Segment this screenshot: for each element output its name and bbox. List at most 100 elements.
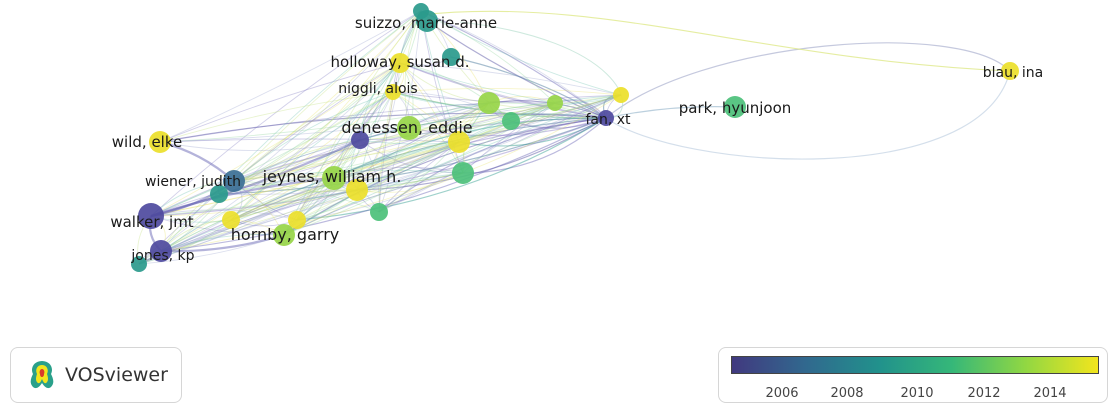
author-label-denessen[interactable]: denessen, eddie	[341, 118, 472, 137]
author-label-suizzo[interactable]: suizzo, marie-anne	[355, 14, 497, 32]
network-edge	[359, 113, 607, 141]
colorbar-tick: 2006	[765, 386, 799, 401]
author-label-fan[interactable]: fan, xt	[585, 112, 631, 128]
vosviewer-brand[interactable]: VOSviewer	[10, 347, 182, 403]
network-edge	[426, 20, 607, 119]
network-edge	[333, 117, 607, 179]
network-edge	[356, 10, 422, 191]
author-node[interactable]	[370, 203, 388, 221]
author-label-niggli[interactable]: niggli, alois	[338, 81, 417, 97]
network-edge	[605, 106, 736, 119]
author-node-blau[interactable]	[1001, 62, 1019, 80]
author-node[interactable]	[452, 162, 474, 184]
network-edge	[150, 62, 401, 217]
author-node-wild[interactable]	[149, 131, 171, 153]
network-edge	[510, 117, 607, 129]
network-edge	[159, 102, 556, 143]
network-edge	[333, 62, 401, 179]
author-node-park[interactable]	[724, 96, 746, 118]
author-label-holloway[interactable]: holloway, susan d.	[331, 53, 470, 71]
network-edge	[230, 189, 358, 221]
author-node[interactable]	[351, 131, 369, 149]
network-edge	[150, 139, 361, 218]
network-edge	[399, 62, 607, 119]
colorbar-tick: 2012	[967, 386, 1001, 401]
network-edge	[160, 233, 285, 253]
network-labels: suizzo, marie-anne holloway, susan d. nigg…	[110, 14, 1043, 264]
author-node-wiener[interactable]	[223, 170, 245, 192]
author-label-jones[interactable]: jones, kp	[130, 248, 194, 264]
network-edge	[296, 91, 394, 221]
author-node-denessen[interactable]	[397, 116, 421, 140]
author-label-walker[interactable]: walker, jmt	[110, 213, 193, 231]
network-edge	[230, 62, 401, 221]
network-edge	[458, 94, 622, 143]
colorbar-tick: 2008	[830, 386, 864, 401]
network-edge	[150, 189, 358, 217]
network-edge	[138, 94, 622, 265]
network-edge	[160, 102, 556, 252]
network-edge	[150, 215, 285, 236]
author-node[interactable]	[288, 211, 306, 229]
author-node[interactable]	[448, 131, 470, 153]
author-node-jeynes[interactable]	[322, 166, 346, 190]
network-edge	[356, 117, 607, 191]
author-node-jones[interactable]	[150, 240, 172, 262]
author-node-fan[interactable]	[598, 110, 614, 126]
network-edge	[230, 172, 464, 221]
network-edge	[160, 102, 490, 252]
author-label-park[interactable]: park, hyunjoon	[679, 99, 792, 117]
author-node-walker[interactable]	[138, 203, 164, 229]
author-label-jeynes[interactable]: jeynes, william h.	[262, 167, 402, 186]
author-label-hornby[interactable]: hornby, garry	[231, 225, 339, 244]
network-edge	[333, 102, 556, 179]
network-edge	[356, 91, 394, 191]
network-edge	[233, 141, 460, 182]
network-edge	[233, 91, 394, 182]
network-edge	[160, 117, 607, 252]
author-node[interactable]	[502, 112, 520, 130]
network-nodes	[131, 3, 1019, 272]
network-edge	[296, 102, 556, 221]
network-edge	[462, 102, 556, 174]
author-node[interactable]	[547, 95, 563, 111]
colorbar-tick: 2014	[1033, 386, 1067, 401]
network-edge	[138, 219, 232, 265]
network-edge	[420, 10, 607, 119]
author-node-hornby[interactable]	[273, 224, 295, 246]
author-node[interactable]	[613, 87, 629, 103]
author-node[interactable]	[413, 3, 429, 19]
author-node[interactable]	[131, 256, 147, 272]
network-edge	[159, 102, 490, 143]
author-node[interactable]	[478, 92, 500, 114]
author-node-niggli[interactable]	[385, 84, 401, 100]
network-edge	[399, 62, 607, 119]
author-label-wild[interactable]: wild, elke	[112, 133, 182, 151]
network-edge	[399, 62, 622, 96]
author-node[interactable]	[442, 48, 460, 66]
network-edge	[392, 91, 607, 119]
author-node[interactable]	[210, 185, 228, 203]
author-node-holloway[interactable]	[390, 53, 410, 73]
author-node[interactable]	[346, 179, 368, 201]
network-edge	[230, 139, 361, 221]
network-edge	[233, 139, 361, 182]
author-label-wiener[interactable]: wiener, judith	[145, 174, 241, 190]
network-edge	[392, 87, 622, 96]
network-edge	[233, 10, 422, 182]
author-node[interactable]	[222, 211, 240, 229]
network-edge	[296, 10, 422, 221]
network-edge	[160, 189, 358, 252]
network-edge	[458, 117, 607, 147]
network-edge	[408, 102, 556, 129]
network-edge	[333, 166, 464, 179]
network-edge	[230, 91, 394, 221]
network-edge	[378, 102, 556, 213]
network-edge	[420, 10, 607, 119]
network-edge	[159, 138, 460, 143]
author-label-blau[interactable]: blau, ina	[983, 65, 1043, 81]
network-edge	[218, 117, 607, 195]
network-edge	[160, 172, 464, 252]
network-edge	[233, 62, 401, 182]
